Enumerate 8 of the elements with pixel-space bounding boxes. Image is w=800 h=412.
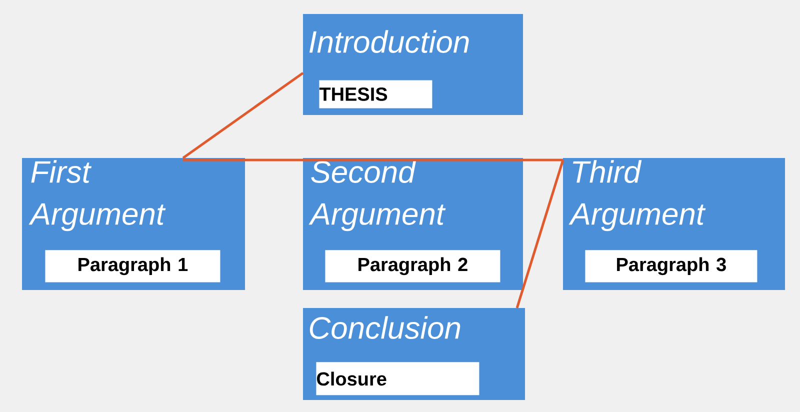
section-box: First Argument Paragraph 1 [22, 158, 245, 290]
section-box: Conclusion Closure [303, 308, 525, 400]
section-box: Second Argument Paragraph 2 [303, 158, 523, 290]
connector-line [182, 72, 304, 160]
connector-line [516, 160, 564, 308]
section-box: Introduction THESIS [303, 14, 523, 115]
connector-line [183, 158, 563, 162]
section-box: Third Argument Paragraph 3 [563, 158, 785, 290]
